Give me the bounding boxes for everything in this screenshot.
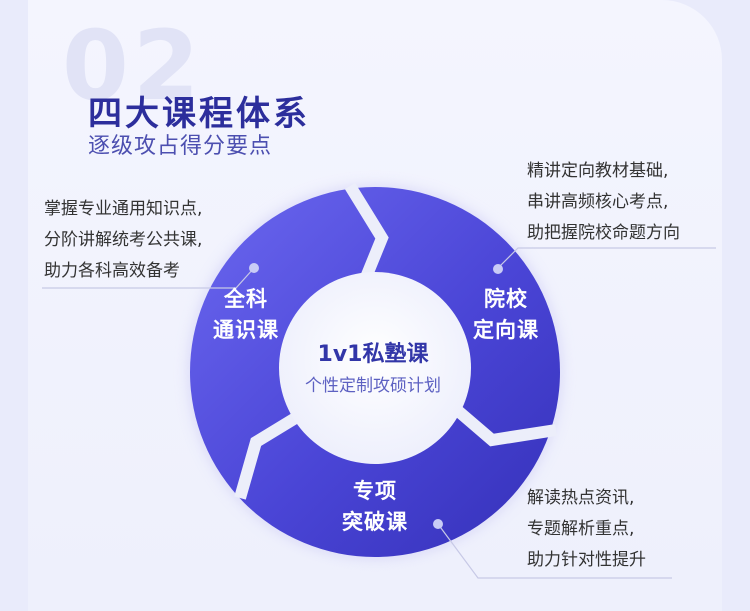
gap-right	[446, 399, 557, 447]
segment-label-special: 专项 突破课	[342, 479, 408, 534]
desc-bottom-right: 解读热点资讯, 专题解析重点, 助力针对性提升	[527, 483, 646, 576]
segment-label-college: 院校 定向课	[473, 287, 539, 342]
desc-top-right: 精讲定向教材基础, 串讲高频核心考点, 助把握院校命题方向	[527, 156, 680, 249]
desc-bottom-right-line: 助力针对性提升	[527, 550, 646, 570]
dot-left	[249, 263, 259, 273]
desc-top-right-line: 助把握院校命题方向	[527, 223, 680, 243]
page-title: 四大课程体系	[88, 94, 310, 134]
desc-top-right-line: 精讲定向教材基础,	[527, 161, 669, 181]
center-title: 1v1私塾课	[317, 342, 429, 367]
leader-top-right	[497, 247, 716, 269]
leader-bottom-right	[437, 523, 672, 579]
desc-left-line: 分阶讲解统考公共课,	[44, 230, 203, 250]
dot-bottom-right	[433, 519, 443, 529]
desc-left: 掌握专业通用知识点, 分阶讲解统考公共课, 助力各科高效备考	[44, 194, 202, 287]
page-subtitle: 逐级攻占得分要点	[88, 134, 273, 159]
center-subtitle: 个性定制攻硕计划	[305, 376, 441, 396]
desc-bottom-right-line: 解读热点资讯,	[527, 488, 635, 508]
dot-top-right	[493, 264, 503, 274]
section-number: 02	[62, 10, 204, 122]
desc-bottom-right-line: 专题解析重点,	[527, 519, 635, 539]
desc-top-right-line: 串讲高频核心考点,	[527, 192, 669, 212]
center-circle	[279, 272, 471, 464]
gap-left	[234, 408, 306, 500]
desc-left-line: 助力各科高效备考	[44, 261, 180, 281]
segment-label-general: 全科 通识课	[213, 287, 279, 342]
desc-left-line: 掌握专业通用知识点,	[44, 199, 203, 219]
leader-left	[42, 267, 255, 289]
